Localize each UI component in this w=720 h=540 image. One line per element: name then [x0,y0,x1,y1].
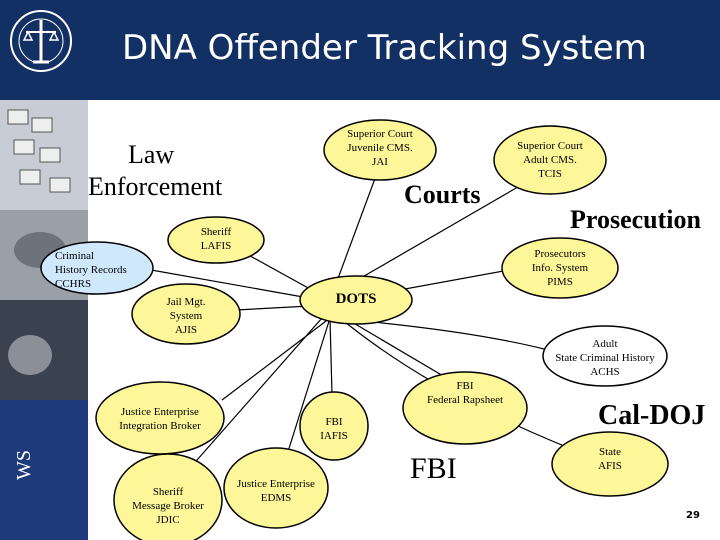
justice-edms-text: Justice Enterprise EDMS [237,478,315,504]
prosecutors-info-text: Prosecutors Info. System PIMS [531,248,589,288]
superior-court-adult-text: Superior Court Adult CMS. TCIS [517,140,583,180]
state-afis-text: State AFIS [598,446,622,472]
county-seal-icon [10,10,72,72]
fbi-iafis-text: FBI IAFIS [320,416,348,442]
sheriff-message-broker-text: Sheriff Message Broker JDIC [132,486,204,526]
superior-court-juvenile-node [323,119,437,181]
dots-text: DOTS [335,291,377,307]
photo-collage: WS [0,100,88,540]
fbi-rapsheet-text: FBI Federal Rapsheet [426,380,504,406]
fbi-iafis-node [299,391,369,461]
cal-doj-label: Cal-DOJ [598,400,706,431]
sheriff-message-broker-node [113,453,223,540]
page-number: 29 [686,510,700,521]
adult-state-criminal-text: Adult State Criminal History ACHS [555,338,655,378]
prosecutors-info-node [501,237,619,299]
law-enforcement-label-line2: Enforcement [88,172,223,201]
criminal-history-text: Criminal History Records CCHRS [55,250,127,290]
sheriff-lafis-text: Sheriff LAFIS [200,226,232,252]
state-afis-node [551,431,669,497]
superior-court-adult-node [493,125,607,195]
fbi-label: FBI [410,452,457,485]
criminal-history-node [40,241,154,295]
svg-text:WS: WS [13,450,35,480]
law-enforcement-label-line1: Law [128,140,175,169]
superior-court-juvenile-text: Superior Court Juvenile CMS. JAI [347,128,413,168]
justice-integration-text: Justice Enterprise Integration Broker [119,406,201,432]
jail-mgt-node [131,283,241,345]
jail-mgt-text: Jail Mgt. System AJIS [166,296,206,336]
courts-label: Courts [404,180,481,209]
slide-title: DNA Offender Tracking System [122,28,647,68]
dots-node [299,275,413,325]
title-bar [0,0,720,100]
adult-state-criminal-node [542,325,668,387]
fbi-rapsheet-node [402,371,528,445]
sheriff-lafis-node [167,216,265,264]
prosecution-label: Prosecution [570,205,701,234]
justice-edms-node [223,447,329,529]
